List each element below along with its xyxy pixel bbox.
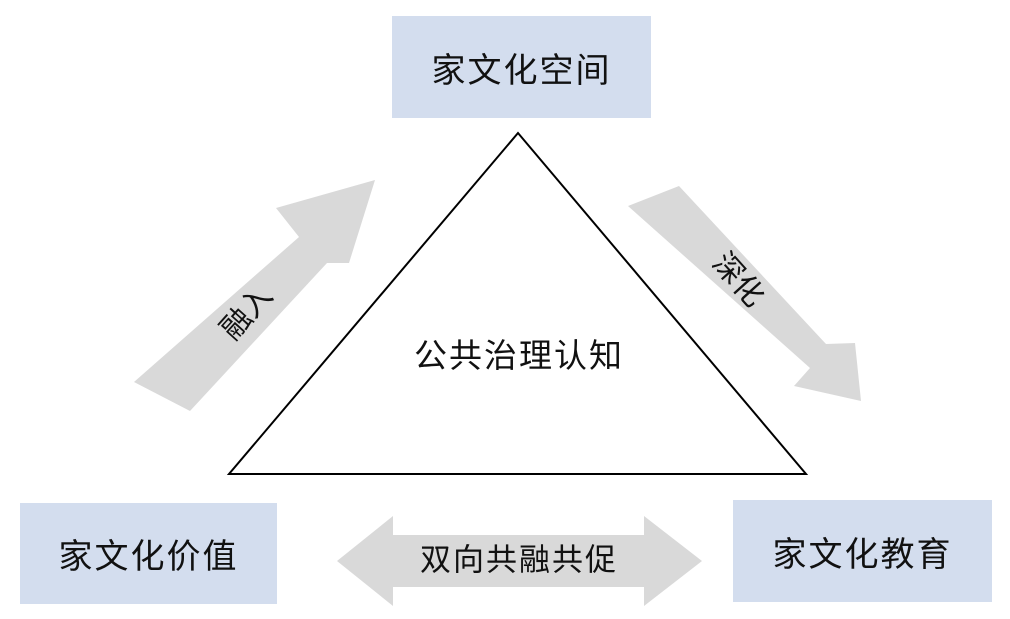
node-family-culture-value: 家文化价值 <box>20 503 277 604</box>
node-label: 家文化教育 <box>772 534 953 575</box>
arrow-mutual-label: 双向共融共促 <box>420 543 618 579</box>
node-family-culture-space: 家文化空间 <box>392 16 651 118</box>
arrow-deepen <box>628 186 861 401</box>
arrow-integrate <box>134 180 375 411</box>
triangle <box>226 131 809 475</box>
triangle-center-label: 公共治理认知 <box>414 336 624 375</box>
node-label: 家文化价值 <box>58 537 239 577</box>
arrow-mutual <box>337 516 702 606</box>
node-label: 家文化空间 <box>431 50 612 91</box>
node-family-culture-education: 家文化教育 <box>733 500 992 602</box>
